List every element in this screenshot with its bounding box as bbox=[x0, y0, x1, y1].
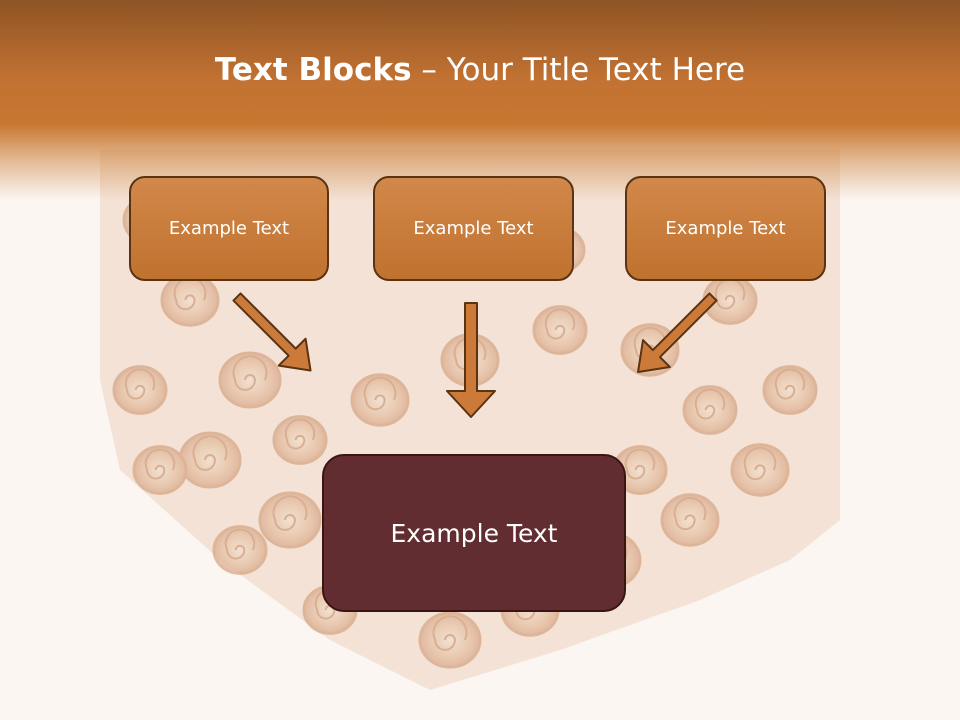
cinnamon-roll-spiral bbox=[284, 418, 316, 450]
cinnamon-roll-spiral bbox=[624, 448, 656, 480]
header-band bbox=[0, 0, 960, 200]
cinnamon-roll-spiral bbox=[144, 448, 176, 480]
arrow-right-icon bbox=[637, 292, 718, 373]
cinnamon-roll-spiral bbox=[432, 615, 468, 651]
cinnamon-roll-spiral bbox=[743, 446, 777, 481]
cinnamon-roll-spiral bbox=[633, 326, 667, 361]
cinnamon-roll-spiral bbox=[694, 388, 726, 420]
arrow-center-icon bbox=[446, 302, 496, 418]
cinnamon-roll-spiral bbox=[272, 495, 308, 531]
bottom-text-block: Example Text bbox=[322, 454, 626, 612]
cinnamon-roll-spiral bbox=[232, 355, 268, 391]
cinnamon-roll-spiral bbox=[124, 368, 156, 400]
title-rest: – Your Title Text Here bbox=[411, 52, 746, 88]
cinnamon-roll-spiral bbox=[363, 376, 397, 411]
text-block-3: Example Text bbox=[625, 176, 826, 281]
text-block-2: Example Text bbox=[373, 176, 574, 281]
cinnamon-roll-spiral bbox=[224, 528, 256, 560]
text-block-1: Example Text bbox=[129, 176, 329, 281]
cinnamon-roll-spiral bbox=[673, 496, 707, 531]
cinnamon-roll-spiral bbox=[544, 308, 576, 340]
title-bold: Text Blocks bbox=[214, 52, 412, 88]
arrow-left-icon bbox=[232, 292, 312, 372]
slide-title: Text Blocks – Your Title Text Here bbox=[0, 52, 960, 88]
cinnamon-roll-spiral bbox=[192, 435, 228, 471]
cinnamon-roll-spiral bbox=[774, 368, 806, 400]
